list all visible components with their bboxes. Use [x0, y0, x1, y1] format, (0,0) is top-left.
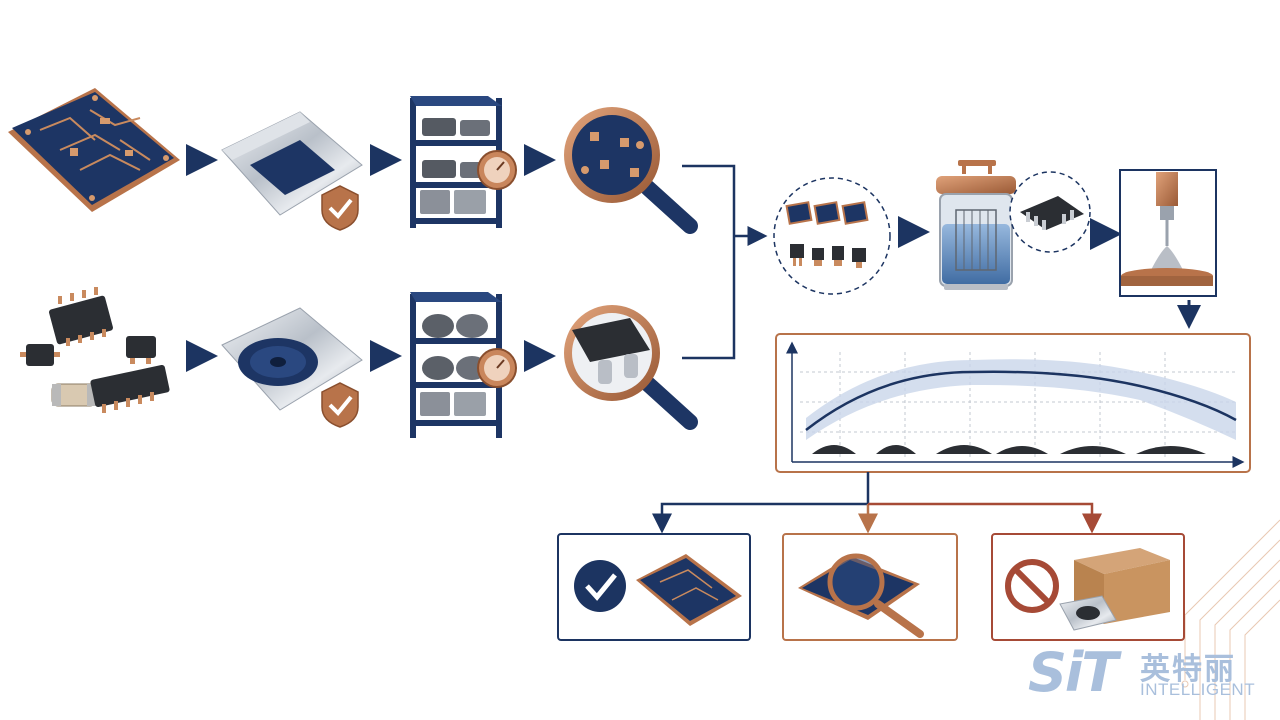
shield-check-icon [321, 185, 359, 231]
thermometer-gauge-icon [477, 348, 517, 388]
decision-branches [652, 472, 1102, 534]
pcb-board-icon [8, 88, 180, 212]
moisture-barrier-bag-icon [221, 111, 363, 216]
thermometer-gauge-icon [477, 150, 517, 190]
immersion-tank-icon [936, 160, 1016, 290]
logo-chinese-name: 英特丽 [1140, 652, 1236, 687]
magnifier-inspection-icon [564, 107, 698, 234]
company-logo: SiT 英特丽 INTELLIGENT [1028, 640, 1268, 706]
reinspect-magnifier-icon [827, 553, 924, 638]
wetting-curve-panel [775, 333, 1251, 473]
cardboard-box-icon [1059, 548, 1170, 631]
immersed-sample-detail [1009, 171, 1091, 253]
logo-english-name: INTELLIGENT [1140, 680, 1256, 699]
reinspect-result-box [782, 533, 958, 641]
pass-check-icon [574, 560, 626, 612]
storage-shelf-icon [410, 292, 502, 438]
merge-connector-bottom [682, 236, 736, 360]
logo-mark: SiT [1028, 641, 1118, 704]
wetting-balance-icon [1119, 169, 1217, 297]
sample-selection-icon [773, 177, 891, 295]
reject-result-box [991, 533, 1185, 641]
merge-connector-top [682, 164, 736, 236]
reel-component-icon [221, 307, 363, 411]
pass-result-box [557, 533, 751, 641]
shield-check-icon [321, 382, 359, 428]
magnifier-inspection-icon [564, 305, 698, 430]
reject-prohibit-icon [1005, 559, 1059, 613]
smd-components-icon [20, 287, 170, 413]
